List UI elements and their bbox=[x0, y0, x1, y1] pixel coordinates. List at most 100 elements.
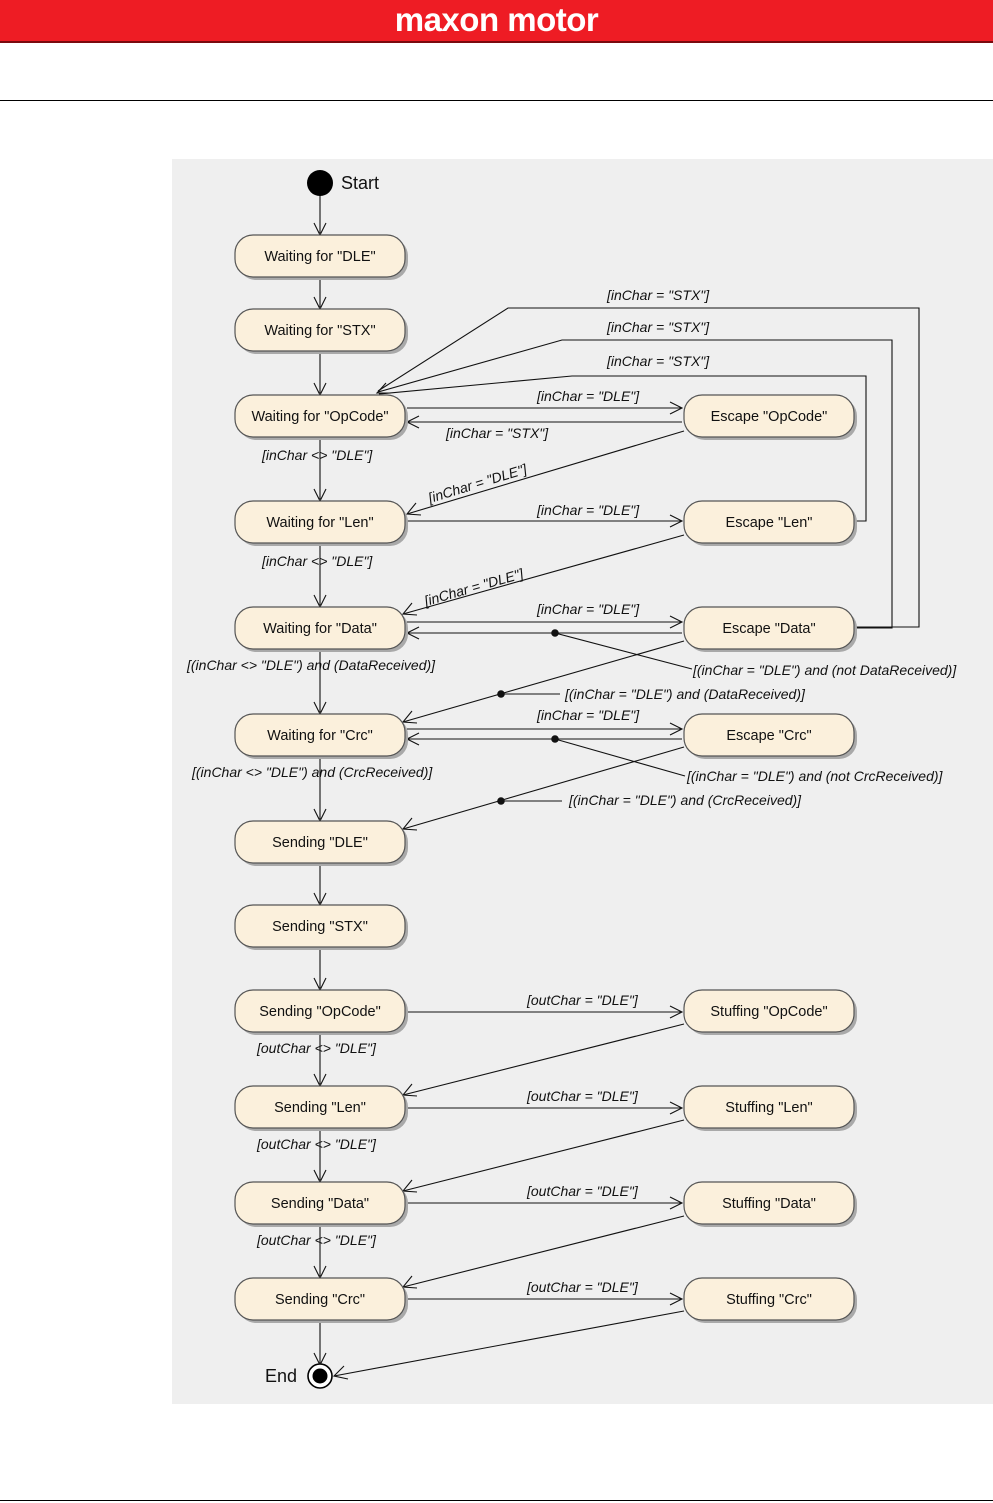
header-divider bbox=[0, 100, 993, 101]
state-sending-dle bbox=[234, 820, 406, 864]
state-label: Escape "Len" bbox=[726, 515, 813, 531]
edge-stuffcrc-end bbox=[333, 1310, 685, 1377]
edge-crc-stx-return bbox=[377, 307, 920, 628]
state-diagram-svg: Start End Waiting for "DLE" Waiting for … bbox=[186, 170, 957, 1389]
edge-stuffdata-sendcrc bbox=[402, 1215, 685, 1288]
guard-label: [inChar = "STX"] bbox=[606, 287, 710, 303]
state-label: Escape "OpCode" bbox=[711, 409, 828, 425]
state-label: Escape "Data" bbox=[722, 621, 815, 637]
guard-label: [inChar <> "DLE"] bbox=[261, 553, 373, 569]
guard-label: [inChar = "DLE"] bbox=[425, 460, 529, 506]
edge-escopcode-len bbox=[406, 430, 685, 515]
start-node bbox=[307, 170, 333, 196]
junction-dot bbox=[551, 629, 559, 637]
state-label: Sending "STX" bbox=[272, 919, 368, 935]
guard-label: [inChar = "DLE"] bbox=[536, 388, 640, 404]
state-escape-data bbox=[683, 606, 855, 650]
guard-label: [inChar = "STX"] bbox=[606, 353, 710, 369]
guard-label: [outChar <> "DLE"] bbox=[256, 1136, 377, 1152]
arrowhead bbox=[332, 1365, 349, 1380]
arrowhead bbox=[669, 1005, 684, 1019]
guard-label: [inChar = "DLE"] bbox=[421, 565, 526, 609]
state-label: Sending "DLE" bbox=[272, 835, 368, 851]
guard-labels: [inChar = "STX"] [inChar = "STX"] [inCha… bbox=[186, 287, 957, 1295]
edge-not-crc-leader bbox=[554, 738, 686, 777]
state-label: Waiting for "Data" bbox=[263, 621, 377, 637]
state-waiting-opcode bbox=[234, 394, 406, 438]
state-label: Waiting for "OpCode" bbox=[251, 409, 388, 425]
state-sending-opcode bbox=[234, 989, 406, 1033]
state-stuffing-len bbox=[683, 1085, 855, 1129]
junction-dot bbox=[497, 797, 505, 805]
state-escape-len bbox=[683, 500, 855, 544]
state-label: Stuffing "OpCode" bbox=[710, 1004, 827, 1020]
state-label: Sending "Data" bbox=[271, 1196, 369, 1212]
guard-label: [outChar = "DLE"] bbox=[526, 1183, 639, 1199]
edge-data-stx-return bbox=[377, 339, 893, 629]
arrowhead bbox=[669, 615, 684, 629]
guard-label: [inChar = "DLE"] bbox=[536, 707, 640, 723]
guard-label: [(inChar = "DLE") and (CrcReceived)] bbox=[568, 792, 802, 808]
arrowhead bbox=[669, 1101, 684, 1115]
state-label: Sending "Crc" bbox=[275, 1292, 365, 1308]
guard-label: [outChar = "DLE"] bbox=[526, 1088, 639, 1104]
state-stuffing-crc bbox=[683, 1277, 855, 1321]
state-sending-stx bbox=[234, 904, 406, 948]
guard-label: [(inChar <> "DLE") and (DataReceived)] bbox=[186, 657, 436, 673]
arrowhead bbox=[401, 602, 418, 616]
arrowhead bbox=[669, 722, 684, 736]
state-waiting-dle bbox=[234, 234, 406, 278]
guard-label: [(inChar <> "DLE") and (CrcReceived)] bbox=[191, 764, 433, 780]
guard-label: [(inChar = "DLE") and (not DataReceived)… bbox=[692, 662, 957, 678]
state-label: Sending "Len" bbox=[274, 1100, 366, 1116]
edge-len-stx-return bbox=[378, 375, 867, 522]
state-label: Escape "Crc" bbox=[726, 728, 811, 744]
state-label: Waiting for "STX" bbox=[264, 323, 375, 339]
state-label: Waiting for "Crc" bbox=[267, 728, 373, 744]
guard-label: [inChar = "DLE"] bbox=[536, 502, 640, 518]
arrowhead bbox=[669, 514, 684, 528]
guard-label: [outChar = "DLE"] bbox=[526, 992, 639, 1008]
transitions bbox=[313, 195, 920, 1380]
state-sending-data bbox=[234, 1181, 406, 1225]
guard-label: [outChar <> "DLE"] bbox=[256, 1232, 377, 1248]
arrowhead bbox=[669, 1196, 684, 1210]
arrowhead bbox=[401, 817, 418, 831]
arrowhead bbox=[669, 401, 684, 415]
state-sending-crc bbox=[234, 1277, 406, 1321]
edge-escdata-crc bbox=[402, 640, 685, 723]
arrowhead bbox=[401, 710, 418, 724]
end-label: End bbox=[265, 1366, 297, 1386]
state-stuffing-opcode bbox=[683, 989, 855, 1033]
arrowhead bbox=[375, 382, 391, 394]
edge-not-data-leader bbox=[554, 632, 693, 670]
end-node-core bbox=[312, 1368, 328, 1384]
junction-dot bbox=[497, 690, 505, 698]
state-label: Stuffing "Len" bbox=[725, 1100, 812, 1116]
guard-label: [(inChar = "DLE") and (DataReceived)] bbox=[564, 686, 806, 702]
guard-label: [outChar = "DLE"] bbox=[526, 1279, 639, 1295]
state-diagram: Start End Waiting for "DLE" Waiting for … bbox=[172, 159, 993, 1404]
guard-label: [inChar = "DLE"] bbox=[536, 601, 640, 617]
header-bar: maxon motor bbox=[0, 0, 993, 43]
state-label: Waiting for "DLE" bbox=[264, 249, 375, 265]
start-label: Start bbox=[341, 173, 379, 193]
arrowhead bbox=[405, 502, 422, 516]
state-label: Stuffing "Data" bbox=[722, 1196, 816, 1212]
state-waiting-data bbox=[234, 606, 406, 650]
state-label: Waiting for "Len" bbox=[266, 515, 373, 531]
state-label: Stuffing "Crc" bbox=[726, 1292, 812, 1308]
edge-stufflen-senddata bbox=[402, 1119, 685, 1192]
state-sending-len bbox=[234, 1085, 406, 1129]
state-waiting-len bbox=[234, 500, 406, 544]
state-label: Sending "OpCode" bbox=[259, 1004, 381, 1020]
brand-logo-text: maxon motor bbox=[394, 1, 599, 38]
arrowhead bbox=[669, 1292, 684, 1306]
edge-esclen-data bbox=[402, 534, 685, 615]
guard-label: [inChar = "STX"] bbox=[445, 425, 549, 441]
edge-esccrc-senddle bbox=[402, 746, 685, 830]
guard-label: [inChar <> "DLE"] bbox=[261, 447, 373, 463]
state-waiting-crc bbox=[234, 713, 406, 757]
guard-label: [outChar <> "DLE"] bbox=[256, 1040, 377, 1056]
junction-dot bbox=[551, 735, 559, 743]
